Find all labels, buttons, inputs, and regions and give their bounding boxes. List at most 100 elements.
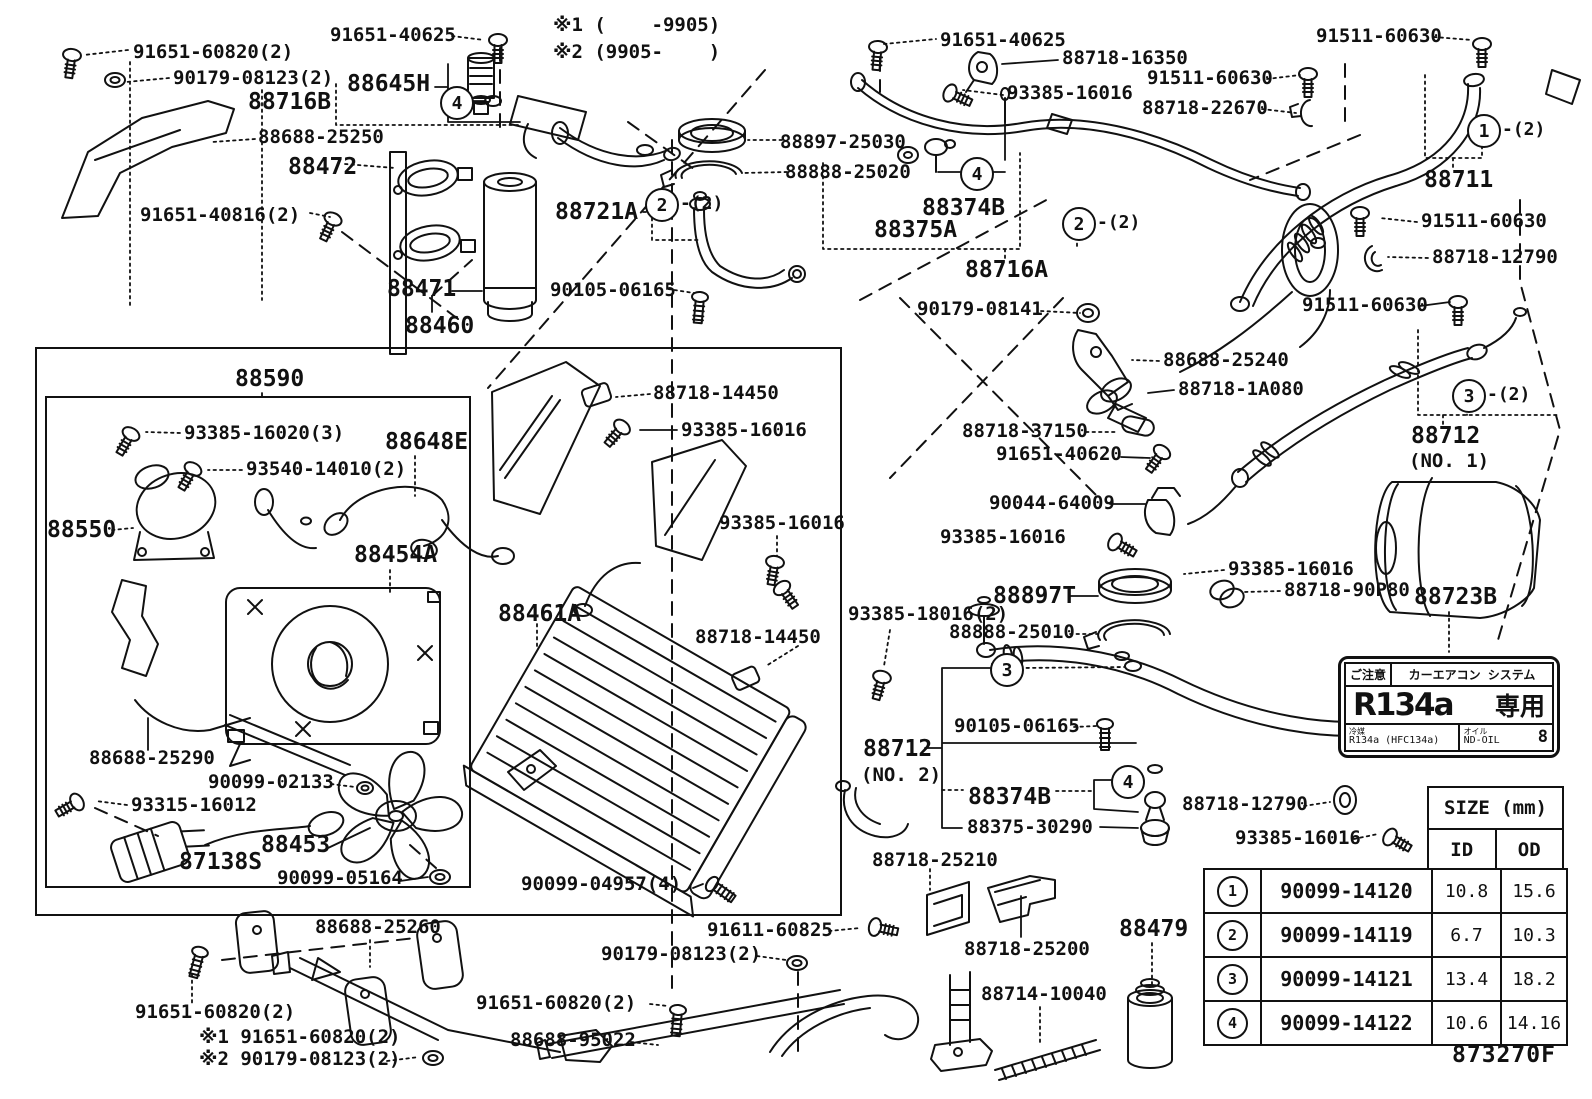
part-label: 88688-25290 <box>89 747 215 769</box>
part-label: 93385-16016 <box>940 526 1066 548</box>
part-label: 88472 <box>288 154 358 180</box>
part-label: 88718-14450 <box>653 382 779 404</box>
size-table-col-id: ID <box>1429 830 1497 870</box>
part-label: 93315-16012 <box>131 794 257 816</box>
part-label: 88718-1A080 <box>1178 378 1304 400</box>
part-label: 93385-16016 <box>719 512 845 534</box>
sticker-caution-label: ご注意 <box>1346 664 1393 685</box>
part-label: (NO. 2) <box>861 764 942 786</box>
part-label: 90099-02133 <box>208 771 334 793</box>
part-label: 91511-60630 <box>1147 67 1273 89</box>
part-label: 91511-60630 <box>1302 294 1428 316</box>
size-row-number-cell: 2 <box>1205 914 1262 956</box>
part-label: 90179-08123(2) <box>173 67 334 89</box>
callout-quantity: -(2) <box>1097 212 1141 233</box>
part-label: 88688-25250 <box>258 126 384 148</box>
callout-number: 2 <box>1073 213 1085 235</box>
part-label: 88471 <box>387 276 457 302</box>
callout-quantity: -(2) <box>680 193 724 214</box>
size-row-part-number: 90099-14120 <box>1262 870 1433 912</box>
size-row-od-value: 18.2 <box>1512 968 1556 990</box>
part-label: ※2 90179-08123(2) <box>199 1048 401 1070</box>
callout-number: 3 <box>1001 659 1013 681</box>
part-label: 93385-16016 <box>1235 827 1361 849</box>
callout-circle: 3-(2) <box>1452 379 1530 413</box>
drier-88479-sketch <box>1127 978 1173 1069</box>
size-table-title: SIZE (mm) <box>1429 788 1562 830</box>
fan-shroud-88454A-sketch <box>134 587 441 776</box>
clamp-88472-sketch <box>389 151 476 355</box>
callout-circle: 3 <box>990 653 1024 687</box>
callout-circle: 2-(2) <box>645 188 723 222</box>
compressor-88723B-sketch <box>1374 477 1541 619</box>
packing-88888-25020-sketch <box>660 160 743 188</box>
leader-lines <box>83 35 1558 1062</box>
part-label: ※2 (9905- ) <box>553 41 721 63</box>
part-label: 88718-12790 <box>1432 246 1558 268</box>
part-label: 88645H <box>347 71 431 97</box>
r134a-sticker: ご注意 カーエアコン システム R134a 専用 冷媒 R134a (HFC13… <box>1338 656 1560 758</box>
callout-quantity: -(2) <box>1502 119 1546 140</box>
part-label: 91651-40816(2) <box>140 204 301 226</box>
clips-right-sketch <box>965 51 1383 273</box>
cap-88897-25030-sketch <box>678 118 746 153</box>
part-label: 88712 <box>863 736 933 762</box>
part-label: 88648E <box>385 429 469 455</box>
size-row-number: 4 <box>1217 1007 1248 1039</box>
callout-number: 4 <box>1122 771 1134 793</box>
part-label: 88374B <box>922 195 1006 221</box>
part-label: 88718-90P80 <box>1284 579 1410 601</box>
sticker-refrigerant-type: R134a <box>1353 686 1454 723</box>
part-label: 88460 <box>405 313 475 339</box>
size-row-id-value: 13.4 <box>1433 958 1502 1000</box>
part-label: 88897-25030 <box>780 131 906 153</box>
part-label: 90105-06165 <box>550 279 676 301</box>
part-label: 90105-06165 <box>954 715 1080 737</box>
part-label: 91651-40625 <box>940 29 1066 51</box>
callout-circle: 2 -(2) <box>1062 207 1140 241</box>
size-row-number: 1 <box>1217 875 1248 907</box>
tube-88721A-sketch <box>689 191 806 289</box>
part-label: 88714-10040 <box>981 983 1107 1005</box>
part-label: 88716B <box>248 89 332 115</box>
size-table-col-od: OD <box>1517 839 1541 861</box>
size-row-id-value: 6.7 <box>1433 914 1502 956</box>
sticker-refrigerant-caption: 冷媒 <box>1349 727 1365 737</box>
sticker-system-label: カーエアコン システム <box>1408 667 1536 682</box>
evaporator-88461A-sketch <box>462 586 807 918</box>
size-row-number: 3 <box>1217 963 1248 995</box>
wire-harness-88648E-sketch <box>254 485 515 565</box>
sticker-only-label: 専用 <box>1494 691 1545 721</box>
part-label: 90179-08141 <box>917 298 1043 320</box>
cap-88897T-sketch <box>1083 568 1172 661</box>
part-label: 88479 <box>1119 916 1189 942</box>
fan-88453-sketch <box>337 750 464 880</box>
size-table-header: SIZE (mm) ID OD <box>1427 786 1564 872</box>
part-label: 88590 <box>235 366 305 392</box>
sticker-refrigerant-value: R134a (HFC134a) <box>1349 735 1440 747</box>
part-label: 88712 <box>1411 423 1481 449</box>
size-row-number-cell: 4 <box>1205 1002 1262 1044</box>
sticker-oil-value: ND-OIL <box>1463 735 1500 747</box>
size-row-number: 2 <box>1217 919 1248 951</box>
part-label: ※1 91651-60820(2) <box>199 1026 401 1048</box>
evaporator-brackets-sketch <box>491 361 761 791</box>
part-label: ※1 ( -9905) <box>553 14 721 36</box>
bracket-88688-95022-sketch <box>536 971 993 1072</box>
hose-88712-no1-sketch <box>1179 203 1527 525</box>
part-label: 93385-16020(3) <box>184 422 345 444</box>
part-label: 93540-14010(2) <box>246 458 407 480</box>
part-label: 88461A <box>498 601 582 627</box>
size-row-part-number: 90099-14119 <box>1262 914 1433 956</box>
part-label: 88718-16350 <box>1062 47 1188 69</box>
sticker-oil-number: 8 <box>1537 727 1548 748</box>
callout-number: 3 <box>1463 385 1475 407</box>
bracket-88688-25260-sketch <box>234 910 613 1063</box>
receiver-88471-sketch <box>483 172 537 322</box>
part-label: 88721A <box>555 199 639 225</box>
part-label: 88688-25240 <box>1163 349 1289 371</box>
